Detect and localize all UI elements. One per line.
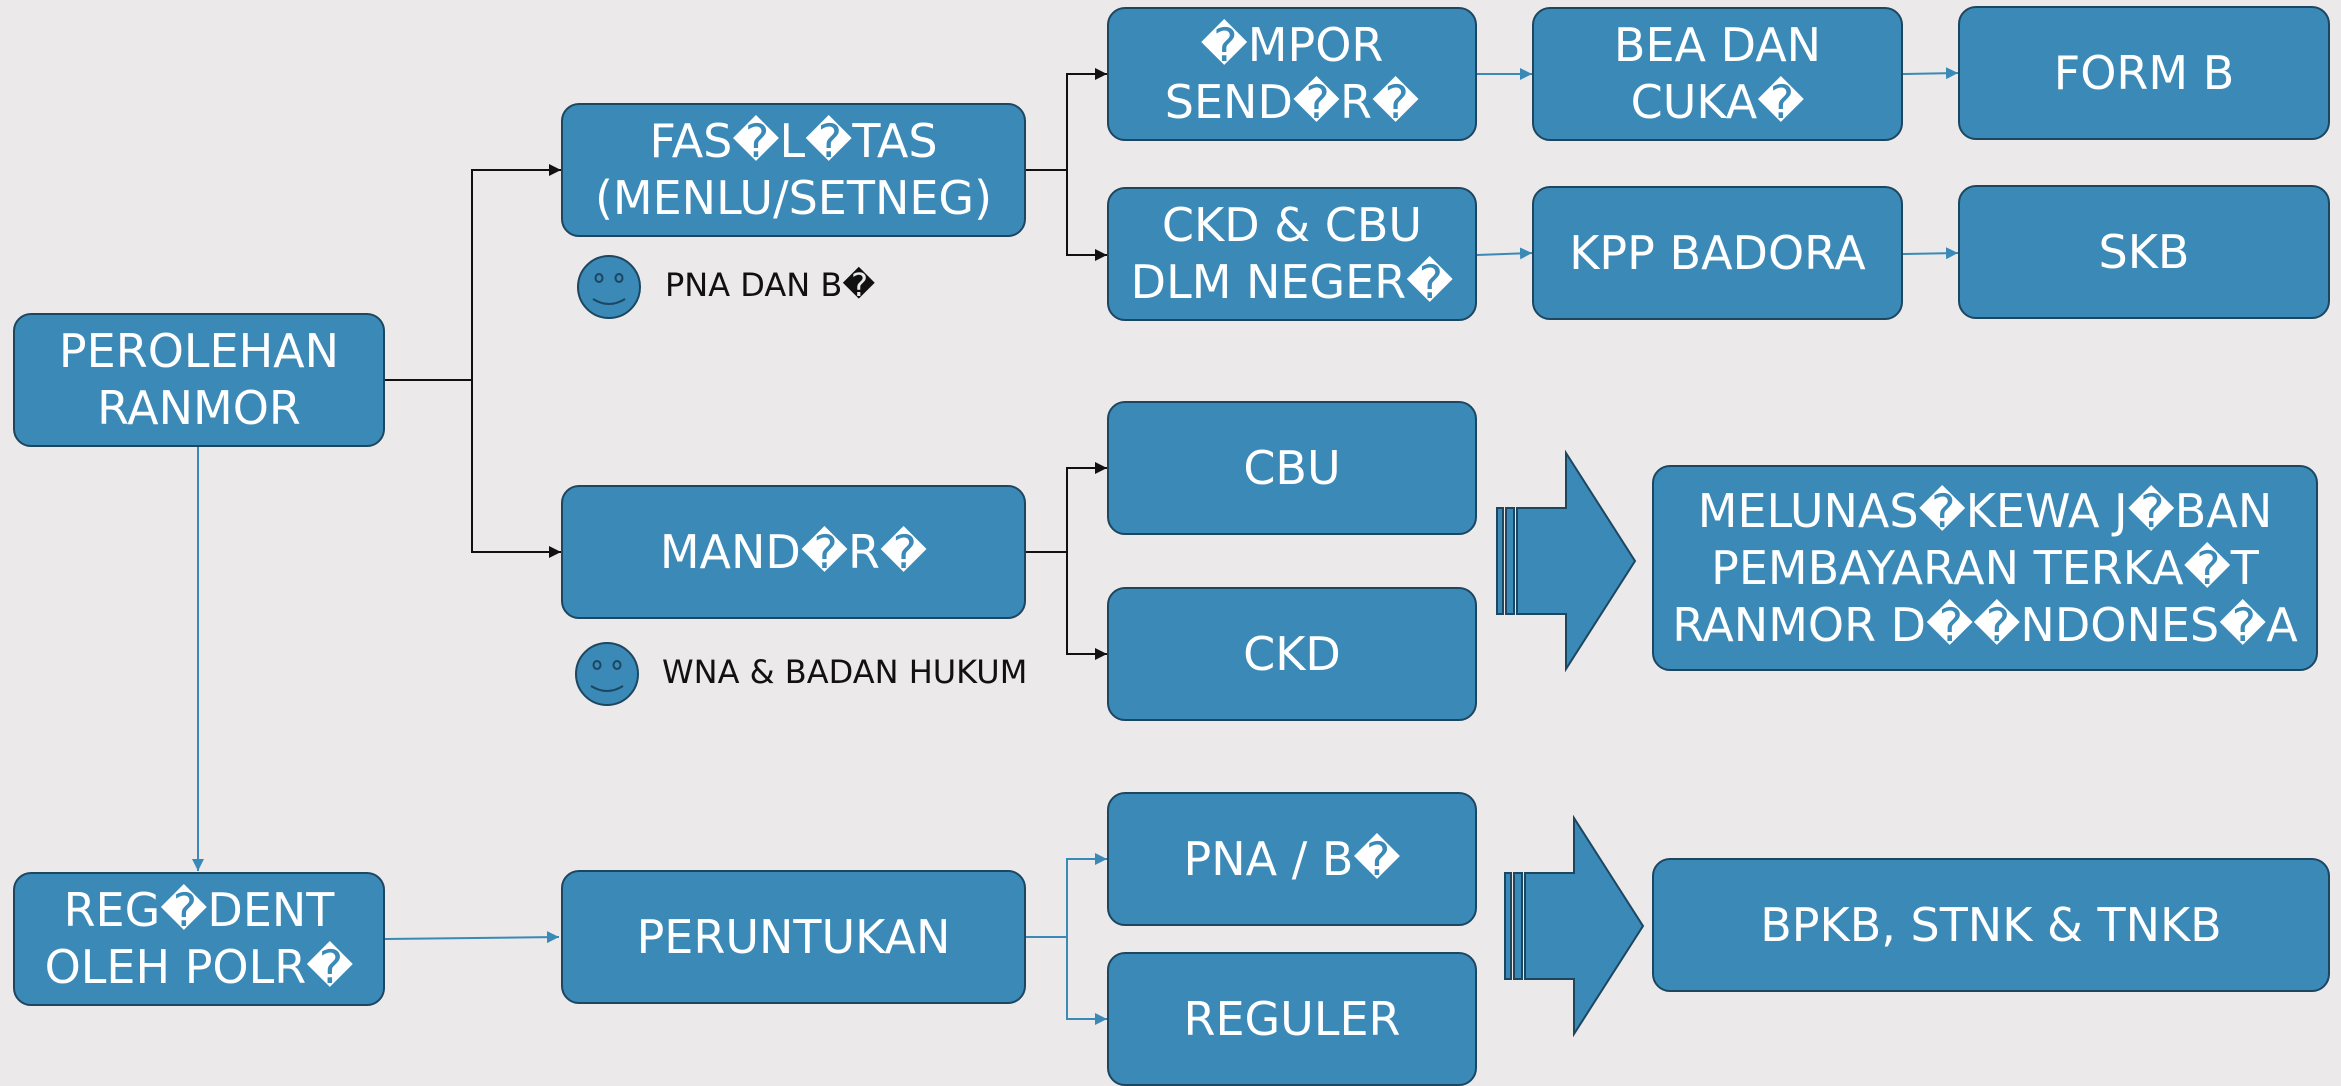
ckd-box: CKD: [1107, 587, 1477, 721]
connector-perolehan: [385, 164, 561, 558]
perolehan-ranmor-box: PEROLEHAN RANMOR: [13, 313, 385, 447]
fasilitas-label: FAS�L�TAS (MENLU/SETNEG): [594, 114, 993, 225]
reguler-label: REGULER: [1183, 991, 1401, 1046]
cbu-box: CBU: [1107, 401, 1477, 535]
connector-regident-peruntukan: [384, 931, 560, 944]
mandiri-label: MAND�R�: [659, 524, 928, 579]
impor-sendiri-box: �MPOR SEND�R�: [1107, 7, 1477, 141]
smiley-icon: [574, 641, 640, 707]
form-b-label: FORM B: [2053, 45, 2235, 100]
connector-mandiri: [1026, 462, 1107, 660]
bea-cukai-box: BEA DAN CUKA�: [1532, 7, 1903, 141]
peruntukan-label: PERUNTUKAN: [636, 909, 951, 964]
connector-peruntukan: [1026, 853, 1107, 1025]
bpkb-stnk-tnkb-label: BPKB, STNK & TNKB: [1760, 897, 2222, 952]
impor-sendiri-label: �MPOR SEND�R�: [1164, 18, 1420, 129]
melunasi-kewajiban-label: MELUNAS�KEWA J�BAN PEMBAYARAN TERKA�T RA…: [1672, 483, 2298, 652]
peruntukan-box: PERUNTUKAN: [561, 870, 1026, 1004]
connector-fasilitas: [1026, 68, 1107, 261]
skb-box: SKB: [1958, 185, 2330, 319]
reguler-box: REGULER: [1107, 952, 1477, 1086]
regident-label: REG�DENT OLEH POLR�: [44, 883, 354, 994]
perolehan-ranmor-label: PEROLEHAN RANMOR: [58, 324, 340, 435]
block-arrow-icon: [1496, 450, 1637, 672]
bea-cukai-label: BEA DAN CUKA�: [1613, 18, 1822, 129]
connector-chains: [1476, 67, 1959, 260]
kpp-badora-box: KPP BADORA: [1532, 186, 1903, 320]
ckd-label: CKD: [1243, 626, 1341, 681]
skb-label: SKB: [2098, 224, 2190, 279]
bpkb-stnk-tnkb-box: BPKB, STNK & TNKB: [1652, 858, 2330, 992]
smiley-icon: [576, 254, 642, 320]
mandiri-box: MAND�R�: [561, 485, 1026, 619]
fasilitas-box: FAS�L�TAS (MENLU/SETNEG): [561, 103, 1026, 237]
melunasi-kewajiban-box: MELUNAS�KEWA J�BAN PEMBAYARAN TERKA�T RA…: [1652, 465, 2318, 671]
mandiri-note: WNA & BADAN HUKUM: [662, 653, 1028, 691]
block-arrow-icon: [1504, 815, 1645, 1037]
form-b-box: FORM B: [1958, 6, 2330, 140]
regident-box: REG�DENT OLEH POLR�: [13, 872, 385, 1006]
fasilitas-note: PNA DAN B�: [665, 266, 876, 304]
kpp-badora-label: KPP BADORA: [1569, 225, 1866, 280]
ckd-cbu-dalam-negeri-box: CKD & CBU DLM NEGER�: [1107, 187, 1477, 321]
pna-bi-label: PNA / B�: [1183, 831, 1401, 886]
ckd-cbu-dalam-negeri-label: CKD & CBU DLM NEGER�: [1130, 198, 1454, 309]
pna-bi-box: PNA / B�: [1107, 792, 1477, 926]
cbu-label: CBU: [1243, 440, 1341, 495]
